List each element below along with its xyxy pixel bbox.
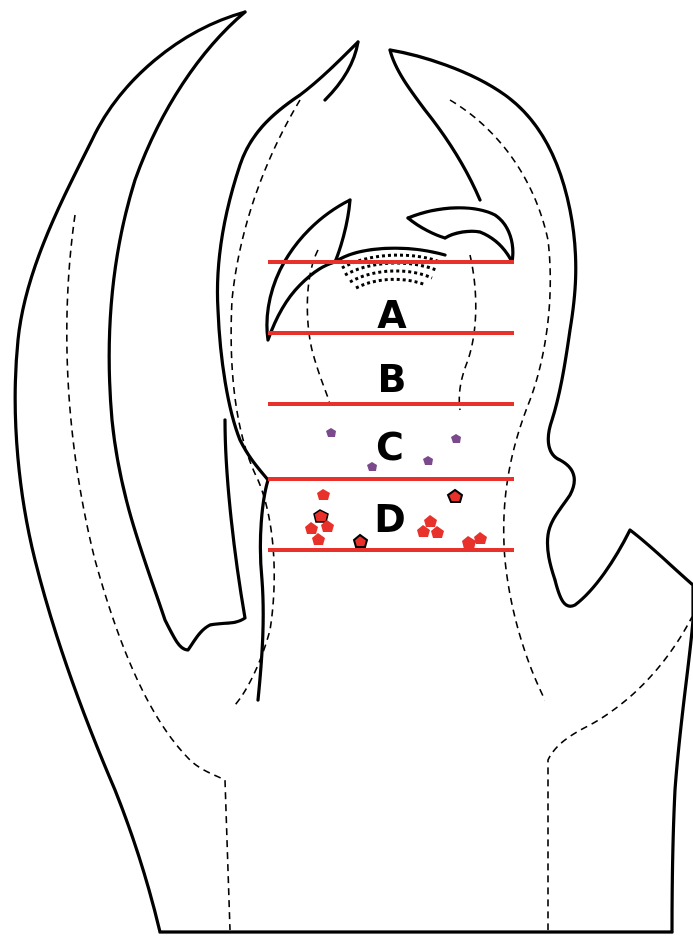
stem-left-edge — [258, 480, 268, 700]
right-primordium-hook — [408, 218, 445, 238]
red-cell — [474, 532, 487, 544]
dashed-line-left-primordium — [307, 250, 330, 405]
zone-label-d: D — [374, 497, 406, 541]
outer-left-leaf — [15, 12, 245, 932]
red-cell — [317, 489, 330, 500]
zone-label-a: A — [377, 293, 407, 337]
outer-right-edge — [555, 530, 693, 932]
dashed-line-right-inner — [450, 100, 550, 700]
left-primordium — [267, 200, 350, 340]
purple-dot — [423, 456, 433, 465]
red-cell — [448, 490, 462, 502]
central-right-leaf — [390, 50, 576, 580]
red-cell — [354, 535, 367, 547]
red-cell — [431, 526, 444, 538]
zone-label-c: C — [376, 425, 404, 469]
purple-dot — [451, 434, 461, 443]
right-primordium — [408, 208, 513, 262]
zone-label-b: B — [378, 357, 407, 401]
purple-dot — [326, 428, 336, 437]
red-cell — [462, 536, 476, 549]
outer-left-leaf-inner-edge — [109, 12, 245, 650]
left-primordium-hook — [335, 200, 350, 262]
red-cell — [305, 522, 318, 534]
red-cell — [314, 510, 328, 522]
red-cell — [424, 515, 437, 527]
red-cell — [312, 533, 325, 545]
